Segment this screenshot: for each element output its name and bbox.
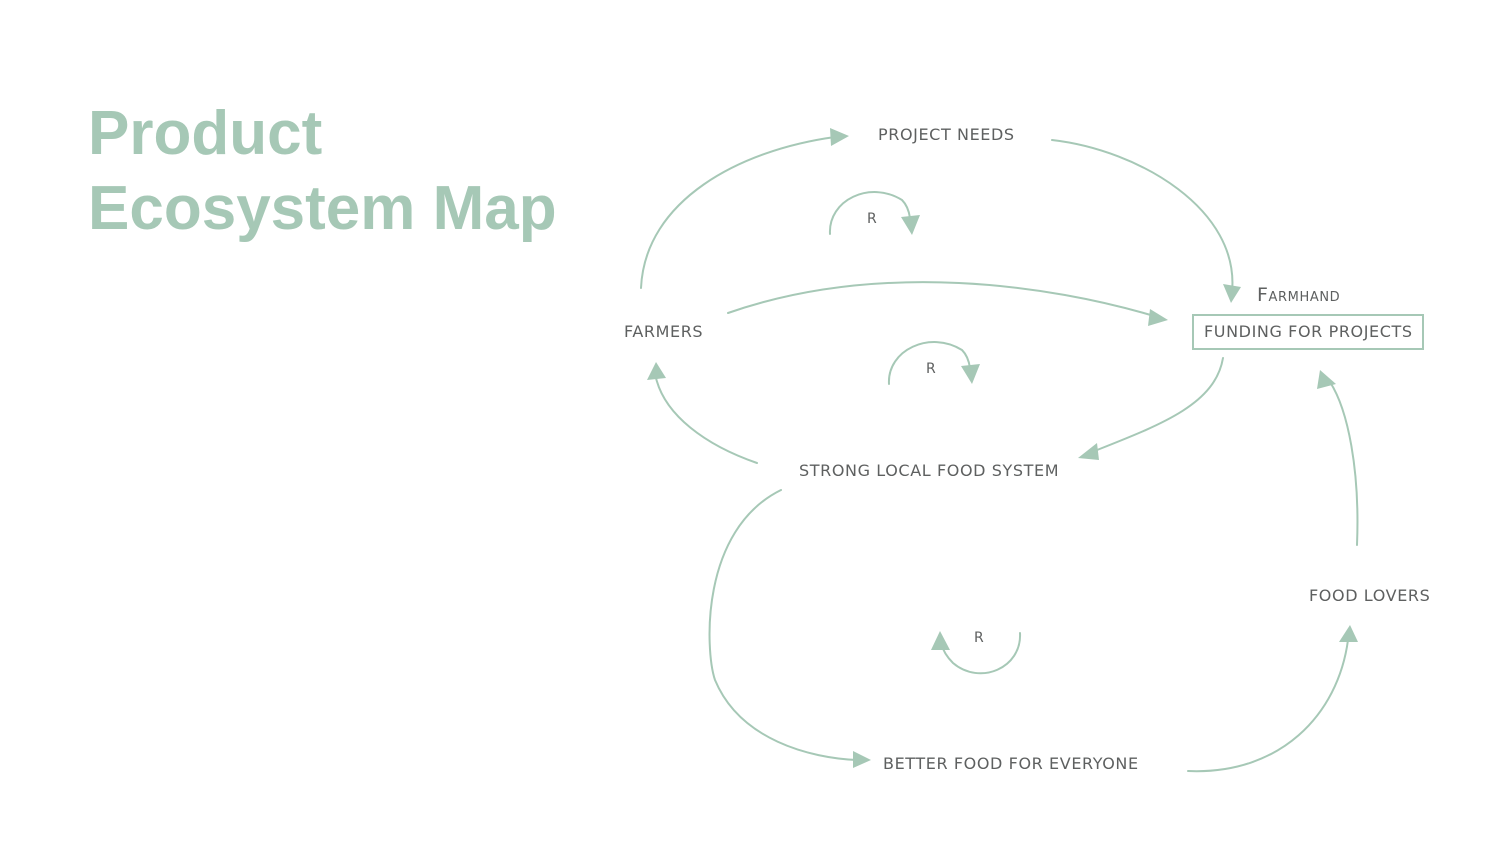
page-title: Product Ecosystem Map (88, 96, 557, 246)
arrowhead-funding-left (1148, 309, 1168, 326)
arrowhead-farmers (647, 362, 666, 380)
node-food-lovers: FOOD LOVERS (1309, 586, 1431, 605)
arrowhead-food-lovers (1339, 625, 1358, 642)
arrow-local-food-to-farmers (655, 377, 758, 464)
arrow-food-lovers-to-funding (1329, 381, 1359, 546)
node-better-food: BETTER FOOD FOR EVERYONE (883, 754, 1139, 773)
loop-arrowhead-1 (901, 215, 920, 235)
arrowhead-local-food (1078, 443, 1099, 460)
arrowhead-project-needs (830, 128, 849, 146)
node-project-needs: PROJECT NEEDS (878, 125, 1015, 144)
arrowhead-funding-bottom (1317, 370, 1336, 389)
node-local-food-system: STRONG LOCAL FOOD SYSTEM (799, 461, 1060, 480)
farmhand-brand: Farmhand (1257, 284, 1341, 306)
node-funding: FUNDING FOR PROJECTS (1204, 322, 1413, 341)
arrow-farmers-to-project-needs (640, 136, 836, 289)
loop-label-1: R (867, 211, 877, 227)
funding-box: FUNDING FOR PROJECTS (1192, 314, 1424, 350)
arrow-project-needs-to-funding (1051, 139, 1234, 293)
loop-label-3: R (974, 630, 984, 646)
title-line-1: Product (88, 99, 323, 168)
loop-arc-3 (940, 632, 1022, 675)
loop-arrowhead-2 (961, 364, 980, 384)
loop-arc-2 (887, 341, 971, 385)
loop-label-2: R (926, 361, 936, 377)
arrowhead-funding-top (1223, 284, 1241, 303)
arrow-funding-to-local-food (1091, 357, 1224, 453)
arrowhead-better-food (853, 751, 871, 768)
arrow-farmers-to-funding (727, 281, 1155, 317)
node-farmers: FARMERS (624, 322, 704, 341)
loop-arrowhead-3 (931, 631, 950, 650)
loop-arc-1 (828, 191, 911, 235)
arrow-local-food-to-better-food (708, 489, 858, 761)
arrow-better-food-to-food-lovers (1187, 639, 1349, 773)
title-line-2: Ecosystem Map (88, 174, 557, 243)
